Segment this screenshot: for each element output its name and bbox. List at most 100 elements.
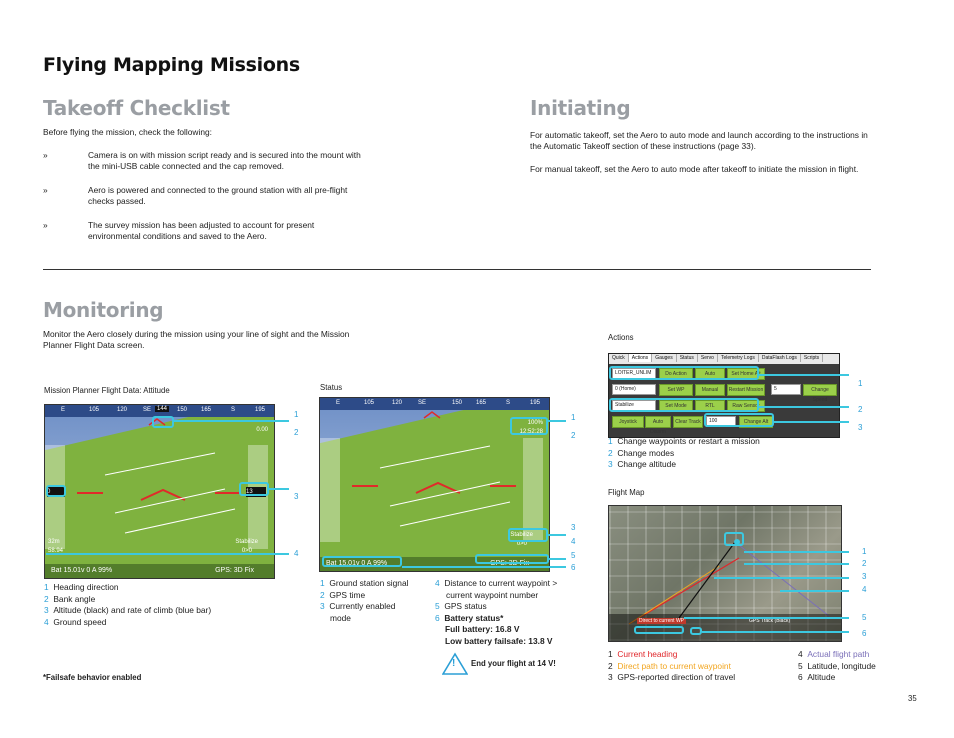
callout-heading <box>152 416 174 428</box>
do-action-button[interactable]: Do Action <box>659 368 693 380</box>
legend-num: 5 <box>798 660 803 671</box>
tab-servo[interactable]: Servo <box>698 354 718 362</box>
clear-track-button[interactable]: Clear Track <box>673 416 703 428</box>
legend-text: Bank angle <box>53 593 96 604</box>
altitude-readout: 13 <box>246 487 266 497</box>
status-legend-left: 1 Ground station signal 2 GPS time 3 Cur… <box>320 578 430 624</box>
attitude-legend: 1 Heading direction 2 Bank angle 3 Altit… <box>44 582 211 628</box>
legend-item: 6 Battery status* <box>435 613 585 625</box>
status-caption: Status <box>320 383 343 392</box>
legend-num: 3 <box>608 459 613 469</box>
bullet-mark: » <box>43 185 48 195</box>
callout-line <box>702 631 849 633</box>
tab-quick[interactable]: Quick <box>609 354 629 362</box>
callout-number: 3 <box>862 572 867 581</box>
callout-number: 1 <box>294 410 299 419</box>
change-speed-button[interactable]: Change Speed <box>803 384 837 403</box>
warning-icon <box>442 652 468 675</box>
tab-gauges[interactable]: Gauges <box>652 354 677 362</box>
legend-text: GPS-reported direction of travel <box>617 672 736 682</box>
callout-latlng <box>634 626 684 634</box>
legend-item: 1 Current heading <box>608 649 798 661</box>
callout-heading-map <box>724 532 744 546</box>
heading-tick: 195 <box>530 400 541 406</box>
altitude-tape <box>523 438 543 542</box>
tab-actions[interactable]: Actions <box>628 354 653 362</box>
direct-wp-label: Direct to current WP <box>637 618 687 624</box>
callout-line <box>402 566 566 568</box>
heading-tick: S <box>231 407 236 413</box>
legend-text: Direct path to current waypoint <box>617 660 731 671</box>
heading-tick: 165 <box>476 400 487 406</box>
legend-num: 3 <box>608 672 613 682</box>
flightmap-legend-left: 1 Current heading 2 Direct path to curre… <box>608 649 798 684</box>
heading-tick: 165 <box>201 407 212 413</box>
set-wp-button[interactable]: Set WP <box>659 384 693 396</box>
heading-tick: SE <box>418 400 427 406</box>
heading-tick: 105 <box>364 400 375 406</box>
callout-number: 1 <box>858 379 863 388</box>
legend-item: 3 Altitude (black) and rate of climb (bl… <box>44 605 211 617</box>
callout-number: 4 <box>294 549 299 558</box>
gps-distance: 0.00 <box>256 427 268 433</box>
altitude-tape <box>248 445 268 549</box>
tab-telemetry-logs[interactable]: Telemetry Logs <box>718 354 759 362</box>
callout-number: 2 <box>571 431 576 440</box>
tab-dataflash-logs[interactable]: DataFlash Logs <box>759 354 801 362</box>
legend-item: 1 Ground station signal <box>320 578 430 590</box>
waypoint-select[interactable]: 0 (Home) <box>612 384 656 395</box>
legend-num: 2 <box>608 447 613 458</box>
callout-line <box>46 553 289 555</box>
legend-text: Ground speed <box>53 616 107 627</box>
speed-tape <box>320 438 340 542</box>
legend-text: Change altitude <box>617 459 676 469</box>
legend-text: Battery status* <box>444 612 504 623</box>
hud-status-bar: Bat 15.01v 0 A 99% GPS: 3D Fix <box>45 564 274 578</box>
heading-tape: E 105 120 SE 150 165 S 195 144 <box>45 405 274 417</box>
callout-line <box>774 421 849 423</box>
callout-signal-time <box>510 417 548 435</box>
legend-text: Distance to current waypoint > current w… <box>444 578 558 600</box>
tab-status[interactable]: Status <box>677 354 698 362</box>
page-number: 35 <box>908 694 917 703</box>
attitude-hud: E 105 120 SE 150 165 S 195 144 0 13 0.00… <box>44 404 275 579</box>
bullet-mark: » <box>43 150 48 160</box>
battery-readout: Bat 15.01v 0 A 99% <box>51 567 113 574</box>
callout-number: 6 <box>571 563 576 572</box>
legend-item: 3 Currently enabled mode <box>320 601 410 624</box>
auto-disarm-button[interactable]: Auto Disarm <box>645 416 671 435</box>
callout-line <box>684 617 849 619</box>
heading-tape: E 105 120 SE 150 165 S 195 <box>320 398 549 410</box>
legend-item: 1 Heading direction <box>44 582 211 594</box>
legend-text: Heading direction <box>53 582 119 592</box>
initiating-para-2: For manual takeoff, set the Aero to auto… <box>530 164 859 174</box>
attitude-caption: Mission Planner Flight Data: Attitude <box>44 386 170 395</box>
takeoff-heading: Takeoff Checklist <box>43 96 230 120</box>
speed-input[interactable]: 5 <box>771 384 801 395</box>
joystick-button[interactable]: Joystick <box>612 416 644 428</box>
battery-full-note: Full battery: 16.8 V <box>445 624 520 634</box>
signal-readout: 100% <box>527 420 543 426</box>
initiating-para-1: For automatic takeoff, set the Aero to a… <box>530 130 868 151</box>
callout-battery <box>322 556 402 567</box>
takeoff-intro: Before flying the mission, check the fol… <box>43 127 212 137</box>
callout-waypoints <box>609 366 759 380</box>
speed-tape <box>45 445 65 549</box>
legend-item: 4 Ground speed <box>44 617 211 629</box>
legend-num: 5 <box>435 601 440 611</box>
callout-number: 3 <box>858 423 863 432</box>
callout-line <box>744 563 849 565</box>
restart-mission-button[interactable]: Restart Mission <box>727 384 765 396</box>
callout-alt-map <box>690 627 702 635</box>
manual-button[interactable]: Manual <box>695 384 725 396</box>
legend-num: 6 <box>798 672 803 682</box>
legend-text: Actual flight path <box>807 649 870 659</box>
callout-number: 5 <box>571 551 576 560</box>
heading-readout: 144 <box>155 406 170 412</box>
mode-value: 0>0 <box>241 548 252 554</box>
callout-altitude <box>239 482 269 496</box>
tab-scripts[interactable]: Scripts <box>801 354 824 362</box>
flight-map[interactable]: Direct to current WP GPS Track (Black) <box>608 505 842 642</box>
legend-num: 2 <box>608 660 613 671</box>
